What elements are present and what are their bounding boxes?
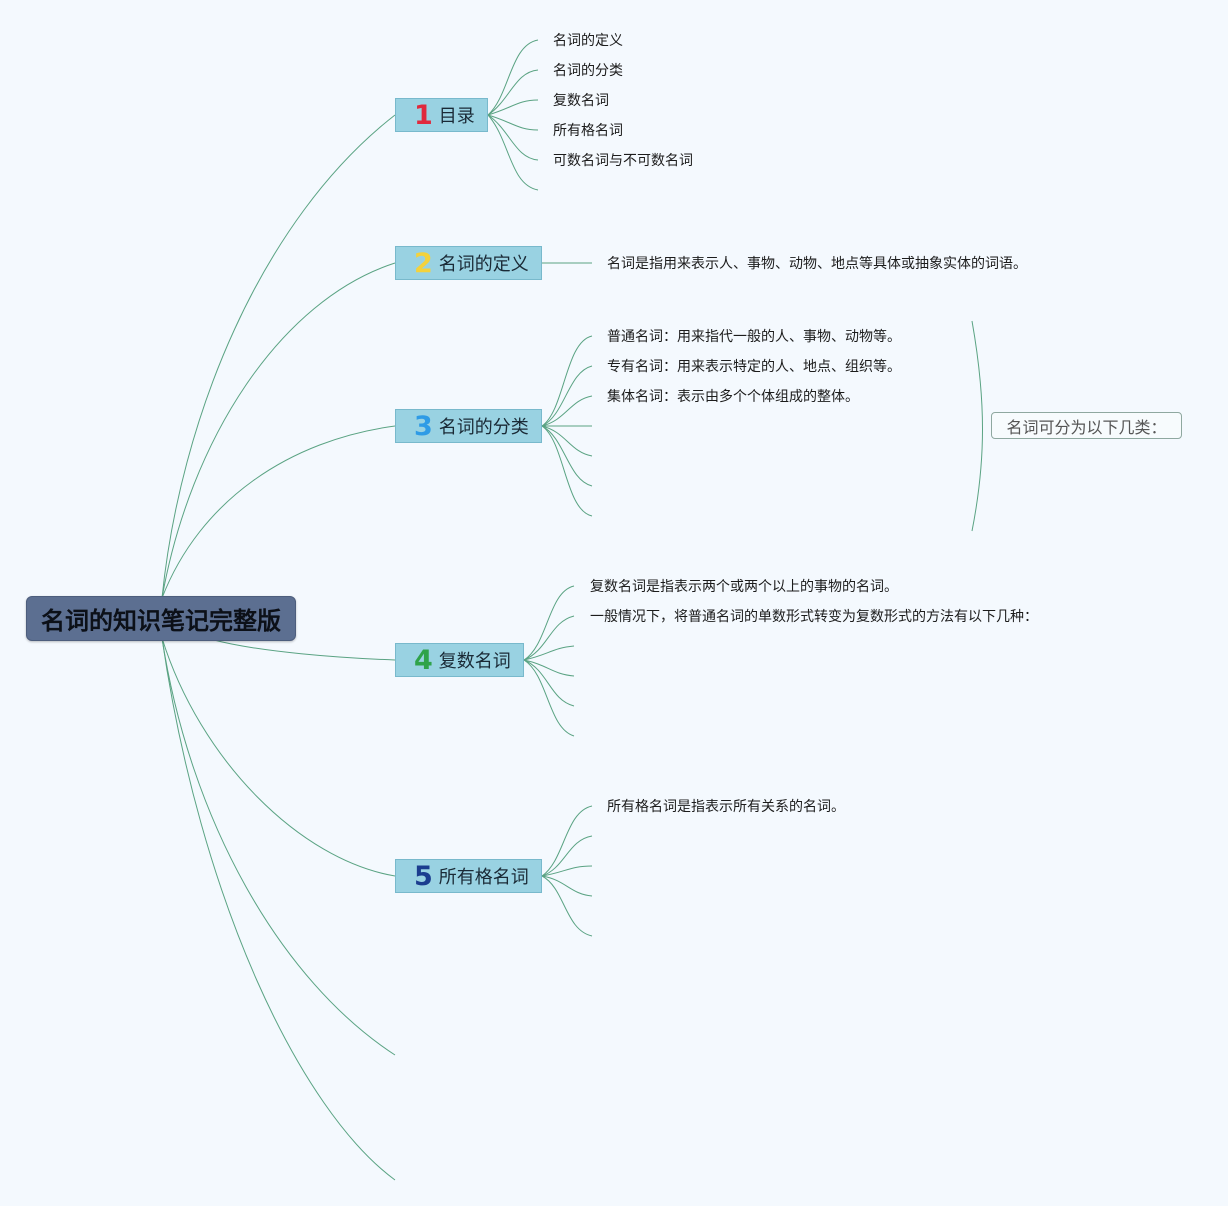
branch-topic-contents[interactable]: 1 目录 [395,98,488,132]
subtopic[interactable]: 集体名词：表示由多个个体组成的整体。 [607,389,859,405]
subtopic[interactable]: 专有名词：用来表示特定的人、地点、组织等。 [607,359,901,375]
number-3-icon: 3 [414,410,433,442]
subtopic[interactable]: 所有格名词是指表示所有关系的名词。 [607,799,845,815]
root-topic-label: 名词的知识笔记完整版 [41,607,281,635]
subtopic[interactable]: 所有格名词 [553,123,623,139]
branch-topic-label: 复数名词 [438,651,511,672]
branch-topic-label: 名词的定义 [438,254,529,275]
number-1-icon: 1 [414,99,433,131]
number-4-icon: 4 [414,644,433,676]
branch-topic-classification[interactable]: 3 名词的分类 [395,409,542,443]
summary-label: 名词可分为以下几类： [1006,417,1167,437]
subtopic[interactable]: 可数名词与不可数名词 [553,153,693,169]
subtopic[interactable]: 名词的分类 [553,63,623,79]
subtopic[interactable]: 名词的定义 [553,33,623,49]
subtopic[interactable]: 名词是指用来表示人、事物、动物、地点等具体或抽象实体的词语。 [607,256,1027,272]
subtopic[interactable]: 复数名词 [553,93,609,109]
root-topic[interactable]: 名词的知识笔记完整版 [26,596,296,641]
branch-topic-label: 目录 [438,106,475,127]
branch-topic-plural-nouns[interactable]: 4 复数名词 [395,643,524,677]
branch-topic-definition[interactable]: 2 名词的定义 [395,246,542,280]
subtopic[interactable]: 普通名词：用来指代一般的人、事物、动物等。 [607,329,901,345]
branch-topic-possessive-nouns[interactable]: 5 所有格名词 [395,859,542,893]
branch-topic-label: 所有格名词 [438,867,529,888]
subtopic[interactable]: 复数名词是指表示两个或两个以上的事物的名词。 [590,579,898,595]
branch-topic-label: 名词的分类 [438,417,529,438]
subtopic[interactable]: 一般情况下，将普通名词的单数形式转变为复数形式的方法有以下几种： [590,609,1038,625]
number-5-icon: 5 [414,860,433,892]
number-2-icon: 2 [414,247,433,279]
summary-topic[interactable]: 名词可分为以下几类： [991,412,1182,439]
